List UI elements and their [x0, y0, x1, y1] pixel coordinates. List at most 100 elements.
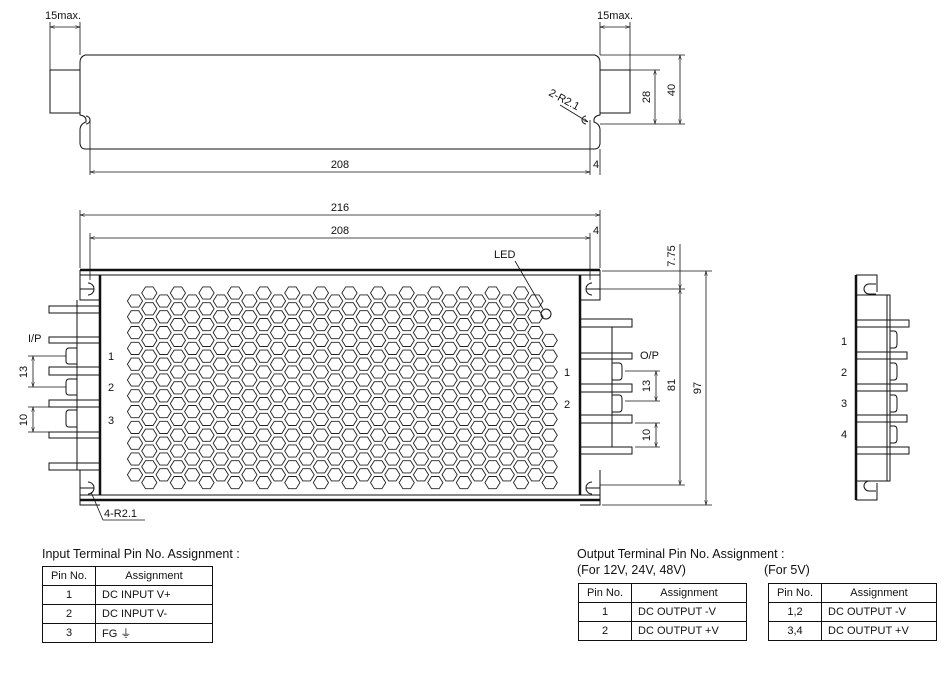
- vent-hole: [484, 318, 501, 332]
- vent-hole: [427, 286, 444, 300]
- vent-hole: [355, 341, 372, 355]
- vent-hole: [141, 302, 158, 316]
- input-pin-label: 1: [108, 351, 114, 363]
- vent-hole: [284, 397, 301, 411]
- vent-hole: [155, 294, 172, 308]
- col-header: Assignment: [95, 566, 213, 586]
- vent-hole: [226, 397, 244, 411]
- vent-hole: [498, 405, 515, 419]
- vent-hole: [412, 436, 430, 450]
- vent-hole: [341, 412, 358, 426]
- assignment-cell: FG ⏚: [95, 623, 213, 643]
- vent-hole: [541, 381, 558, 395]
- vent-hole: [484, 381, 501, 395]
- output-variant-b-label: (For 5V): [764, 563, 810, 577]
- vent-hole: [312, 444, 330, 458]
- vent-hole: [155, 468, 172, 482]
- vent-hole: [126, 373, 144, 387]
- vent-hole: [269, 452, 287, 466]
- vent-hole: [498, 310, 515, 324]
- vent-hole: [169, 381, 187, 395]
- vent-hole: [527, 357, 544, 371]
- vent-hole: [369, 460, 387, 474]
- vent-hole: [498, 452, 515, 466]
- vent-hole: [184, 468, 201, 482]
- ventilation-hex-grid: [126, 286, 558, 490]
- top-left-terminal-dim: 15max.: [45, 10, 81, 22]
- vent-hole: [255, 349, 272, 363]
- vent-hole: [312, 349, 330, 363]
- vent-hole: [198, 397, 215, 411]
- vent-hole: [470, 341, 487, 355]
- vent-hole: [327, 389, 344, 403]
- vent-hole: [241, 294, 258, 308]
- vent-hole: [541, 428, 558, 442]
- vent-hole: [398, 286, 415, 300]
- vent-hole: [541, 476, 558, 490]
- vent-hole: [455, 444, 473, 458]
- vent-hole: [455, 286, 473, 300]
- vent-hole: [141, 349, 158, 363]
- vent-hole: [341, 381, 358, 395]
- vent-hole: [470, 468, 487, 482]
- vent-hole: [398, 349, 415, 363]
- vent-hole: [184, 326, 201, 340]
- vent-hole: [198, 444, 215, 458]
- dim-208-top: 208: [331, 159, 349, 171]
- vent-hole: [269, 294, 287, 308]
- assignment-cell: DC OUTPUT +V: [821, 621, 937, 641]
- vent-hole: [369, 318, 387, 332]
- vent-hole: [398, 460, 415, 474]
- vent-hole: [427, 318, 444, 332]
- vent-hole: [470, 294, 487, 308]
- vent-hole: [212, 389, 229, 403]
- vent-hole: [126, 420, 144, 434]
- vent-hole: [527, 294, 544, 308]
- vent-hole: [212, 310, 229, 324]
- vent-hole: [441, 341, 458, 355]
- vent-hole: [427, 333, 444, 347]
- vent-hole: [284, 365, 301, 379]
- vent-hole: [184, 341, 201, 355]
- output-terminal-block: [579, 318, 633, 455]
- vent-hole: [512, 286, 530, 300]
- assignment-cell: DC INPUT V+: [95, 585, 213, 605]
- vent-hole: [412, 468, 430, 482]
- vent-hole: [298, 420, 315, 434]
- pin-cell: 1: [578, 602, 632, 622]
- vent-hole: [269, 405, 287, 419]
- vent-hole: [327, 436, 344, 450]
- input-pitch-10: 10: [18, 414, 30, 426]
- output-terminal-top: [599, 69, 631, 114]
- input-pitch-13: 13: [18, 366, 30, 378]
- vent-hole: [455, 333, 473, 347]
- vent-hole: [470, 310, 487, 324]
- dim-208-front: 208: [331, 225, 349, 237]
- vent-hole: [126, 294, 144, 308]
- vent-hole: [398, 302, 415, 316]
- vent-hole: [226, 302, 244, 316]
- vent-hole: [369, 476, 387, 490]
- vent-hole: [527, 341, 544, 355]
- vent-hole: [298, 373, 315, 387]
- col-header: Assignment: [821, 583, 937, 603]
- col-header: Assignment: [631, 583, 747, 603]
- vent-hole: [498, 326, 515, 340]
- vent-hole: [298, 310, 315, 324]
- vent-hole: [269, 373, 287, 387]
- assignment-cell: DC OUTPUT +V: [631, 621, 747, 641]
- vent-hole: [412, 389, 430, 403]
- vent-hole: [527, 389, 544, 403]
- vent-hole: [470, 452, 487, 466]
- vent-hole: [155, 420, 172, 434]
- vent-hole: [441, 357, 458, 371]
- vent-hole: [327, 357, 344, 371]
- front-view: 216 208 4 LED I/P 1 2 3: [18, 202, 712, 521]
- vent-hole: [427, 302, 444, 316]
- vent-hole: [341, 428, 358, 442]
- vent-hole: [255, 286, 272, 300]
- vent-hole: [484, 349, 501, 363]
